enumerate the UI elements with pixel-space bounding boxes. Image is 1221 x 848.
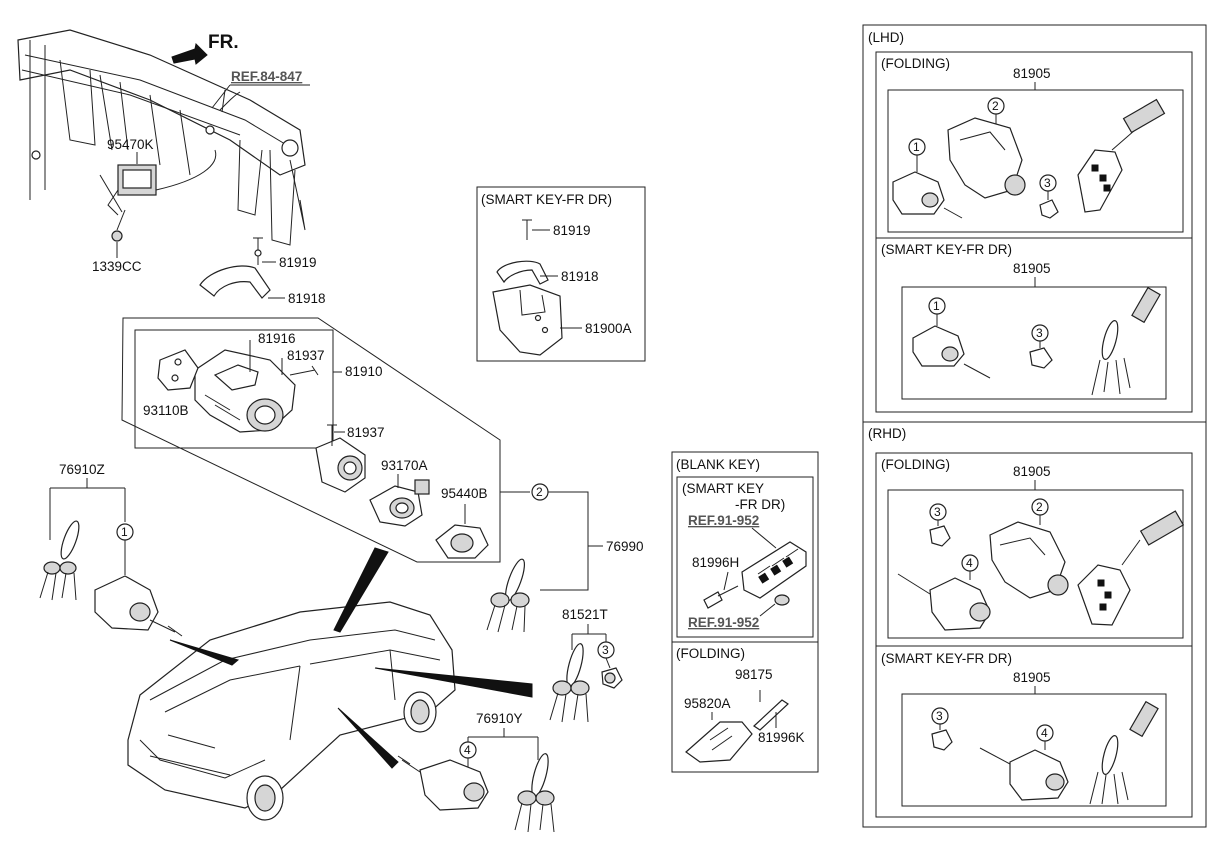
lhd-smart-parts-frame: [901, 286, 1167, 400]
ref-91-952-b[interactable]: REF.91-952: [688, 615, 759, 630]
lock-body-drawing: [157, 340, 319, 433]
smartkey-fr-dr-frame: [476, 186, 646, 362]
lhd-callout-2: 2: [992, 99, 999, 113]
lhd-callout-3: 3: [1044, 176, 1051, 190]
key-set-76910Z-drawing: [39, 520, 80, 601]
lhd-folding-parts-frame: [887, 89, 1184, 233]
rhd-inner-frame: [875, 452, 1193, 818]
rhd-folding-parts-drawing: [897, 510, 1185, 631]
key-set-76990-drawing: [486, 558, 530, 633]
lhd-folding-title: (FOLDING): [881, 56, 950, 71]
label-95470K: 95470K: [107, 137, 154, 152]
rhd-folding-81905: 81905: [1013, 464, 1051, 479]
lhd-smart-title: (SMART KEY-FR DR): [881, 242, 1012, 257]
folding-blade-drawing: [753, 699, 789, 731]
battery-drawing: [774, 594, 790, 606]
label-95820A: 95820A: [684, 696, 731, 711]
lhd-smart-81905: 81905: [1013, 261, 1051, 276]
label-81937-a: 81937: [287, 348, 325, 363]
rhd-smart-81905: 81905: [1013, 670, 1051, 685]
label-81996K: 81996K: [758, 730, 805, 745]
callout-4: 4: [464, 743, 471, 757]
bracket-81918-drawing: [199, 237, 271, 299]
label-81916: 81916: [258, 331, 296, 346]
label-76910Z: 76910Z: [59, 462, 105, 477]
label-81919: 81919: [279, 255, 317, 270]
rhd-smart-title: (SMART KEY-FR DR): [881, 651, 1012, 666]
right-panel-frame: [862, 24, 1207, 828]
rhd-smart-parts-frame: [901, 693, 1167, 807]
dash-crossmember-drawing: [17, 29, 306, 246]
emergency-key-drawing: [703, 585, 739, 609]
door-lock-1-drawing: [94, 575, 183, 637]
label-93170A: 93170A: [381, 458, 428, 473]
key-set-81521T-drawing: [549, 643, 590, 723]
lhd-smart-parts-drawing: [912, 286, 1161, 396]
rhd-folding-parts-frame: [887, 489, 1184, 639]
rhd-callout-4: 3: [936, 709, 943, 723]
rhd-callout-5: 4: [1041, 726, 1048, 740]
callout-2: 2: [536, 485, 543, 499]
label-81910: 81910: [345, 364, 383, 379]
label-81996H: 81996H: [692, 555, 739, 570]
smart-key-fob-drawing: [741, 541, 807, 599]
smartkey-bracket-drawing: [492, 219, 563, 356]
label-76910Y: 76910Y: [476, 711, 523, 726]
label-98175: 98175: [735, 667, 773, 682]
lhd-title: (LHD): [868, 30, 904, 45]
label-81521T: 81521T: [562, 607, 608, 622]
front-arrow-icon: [171, 42, 208, 65]
label-81937-b: 81937: [347, 425, 385, 440]
lhd-callout-1: 1: [913, 140, 920, 154]
cap-81521T-drawing: [601, 667, 623, 689]
smartkey-fr-dr-title: (SMART KEY-FR DR): [481, 192, 612, 207]
pointer-wedge-3: [374, 667, 533, 698]
key-set-76910Y-drawing: [514, 753, 555, 833]
pointer-wedge-1: [169, 639, 240, 666]
label-1339CC: 1339CC: [92, 259, 142, 274]
door-lock-4-drawing: [397, 755, 489, 811]
callout-1: 1: [121, 525, 128, 539]
blank-folding-title: (FOLDING): [676, 646, 745, 661]
assembly-frame: [121, 317, 501, 563]
blank-smart-key-frame: [676, 476, 814, 638]
blank-smart-key-title-1: (SMART KEY: [682, 481, 764, 496]
ignition-cylinder-drawing: [315, 424, 366, 493]
direction-label: FR.: [208, 32, 239, 53]
blank-smart-key-title-2: -FR DR): [735, 497, 785, 512]
lhd-callout-4: 1: [933, 299, 940, 313]
callout-3: 3: [602, 643, 609, 657]
lhd-folding-parts-drawing: [892, 98, 1166, 219]
blank-key-title: (BLANK KEY): [676, 457, 760, 472]
folding-blank-key-drawing: [685, 721, 753, 763]
label-95440B: 95440B: [441, 486, 488, 501]
bezel-95440B-drawing: [435, 524, 489, 559]
lhd-folding-81905: 81905: [1013, 66, 1051, 81]
ref-84-847[interactable]: REF.84-847: [231, 69, 302, 84]
ref-91-952-a[interactable]: REF.91-952: [688, 513, 759, 528]
rhd-folding-title: (FOLDING): [881, 457, 950, 472]
rhd-callout-1: 3: [934, 505, 941, 519]
immobilizer-coil-drawing: [369, 479, 430, 527]
label-81918: 81918: [288, 291, 326, 306]
rhd-callout-2: 2: [1036, 500, 1043, 514]
module-95470K-drawing: [99, 149, 217, 242]
lock-body-frame: [134, 329, 334, 449]
rhd-smart-parts-drawing: [931, 700, 1159, 805]
pointer-wedge-2: [333, 547, 389, 633]
lhd-inner-frame: [875, 51, 1193, 413]
pointer-wedge-4: [337, 707, 399, 769]
label-76990: 76990: [606, 539, 644, 554]
smartkey-label-81918: 81918: [561, 269, 599, 284]
smartkey-label-81900A: 81900A: [585, 321, 632, 336]
rhd-title: (RHD): [868, 426, 906, 441]
car-drawing: [127, 601, 456, 821]
rhd-callout-3: 4: [966, 556, 973, 570]
lhd-callout-5: 3: [1036, 326, 1043, 340]
blank-key-frame: [671, 451, 819, 773]
label-93110B: 93110B: [143, 403, 189, 418]
smartkey-label-81919: 81919: [553, 223, 591, 238]
